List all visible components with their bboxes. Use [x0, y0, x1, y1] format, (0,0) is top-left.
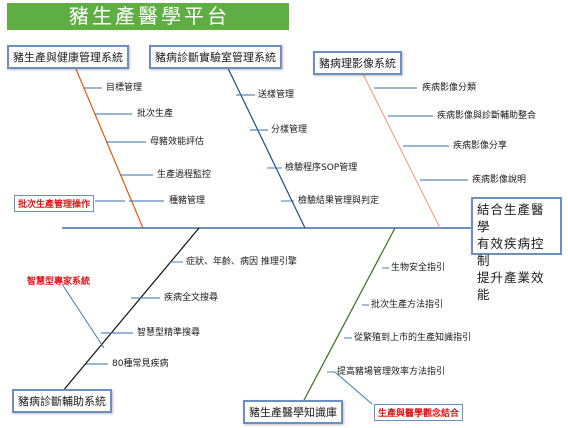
- item-breeding-management: 種豬管理: [169, 196, 206, 206]
- item-sow-evaluation: 母豬效能評估: [150, 137, 205, 147]
- item-sop-management: 檢驗程序SOP管理: [285, 163, 358, 173]
- item-process-monitoring: 生產過程監控: [157, 170, 212, 180]
- item-target-management: 目標管理: [106, 83, 143, 93]
- category-knowledge-base: 豬生產醫學知識庫: [243, 400, 343, 424]
- head-line-2: 有效疾病控制: [477, 236, 545, 268]
- bone-line-image: [359, 67, 441, 229]
- fishbone-head: 結合生產醫學 有效疾病控制 提升產業效能: [471, 197, 562, 302]
- rib-line: [61, 283, 105, 349]
- item-image-description: 疾病影像說明: [472, 175, 527, 185]
- head-line-1: 結合生產醫學: [477, 202, 545, 234]
- item-smart-search: 智慧型精準搜尋: [137, 328, 201, 338]
- bone-line-production: [72, 61, 144, 229]
- item-production-knowledge: 從繁殖到上市的生產知識指引: [354, 333, 472, 343]
- category-production-health: 豬生產與健康管理系統: [7, 45, 129, 69]
- bone-line-knowledge: [302, 227, 396, 403]
- item-common-diseases: 80種常見疾病: [112, 359, 169, 369]
- annotation-batch-production: 批次生產管理操作: [14, 195, 95, 212]
- item-result-judgment: 檢驗結果管理與判定: [298, 196, 380, 206]
- bone-line-diagnosis: [61, 227, 200, 393]
- item-reasoning-engine: 症狀、年齡、病因 推理引擎: [186, 257, 297, 267]
- item-image-sharing: 疾病影像分享: [453, 141, 508, 151]
- page-title: 豬生產醫學平台: [7, 3, 289, 30]
- annotation-production-medicine: 生產與醫學觀念結合: [374, 404, 464, 421]
- item-sample-submission: 送樣管理: [258, 90, 295, 100]
- annotation-expert-system: 智慧型專家系統: [27, 277, 91, 287]
- bone-line-lab: [224, 61, 306, 229]
- category-diagnostic-lab: 豬病診斷實驗室管理系統: [149, 45, 282, 69]
- category-pathology-image: 豬病理影像系統: [313, 51, 402, 75]
- item-batch-production: 批次生產: [137, 109, 174, 119]
- head-line-3: 提升產業效能: [477, 270, 545, 302]
- item-batch-method: 批次生產方法指引: [371, 300, 444, 310]
- item-sample-splitting: 分樣管理: [271, 125, 308, 135]
- item-efficiency-method: 提高豬場管理效率方法指引: [337, 367, 446, 377]
- item-image-classification: 疾病影像分類: [422, 83, 477, 93]
- item-image-diagnosis-integration: 疾病影像與診斷輔助整合: [437, 111, 537, 121]
- category-diagnosis-assist: 豬病診斷輔助系統: [12, 389, 112, 413]
- item-biosecurity: 生物安全指引: [391, 263, 446, 273]
- item-fulltext-search: 疾病全文搜尋: [164, 293, 219, 303]
- rib-line: [334, 371, 373, 405]
